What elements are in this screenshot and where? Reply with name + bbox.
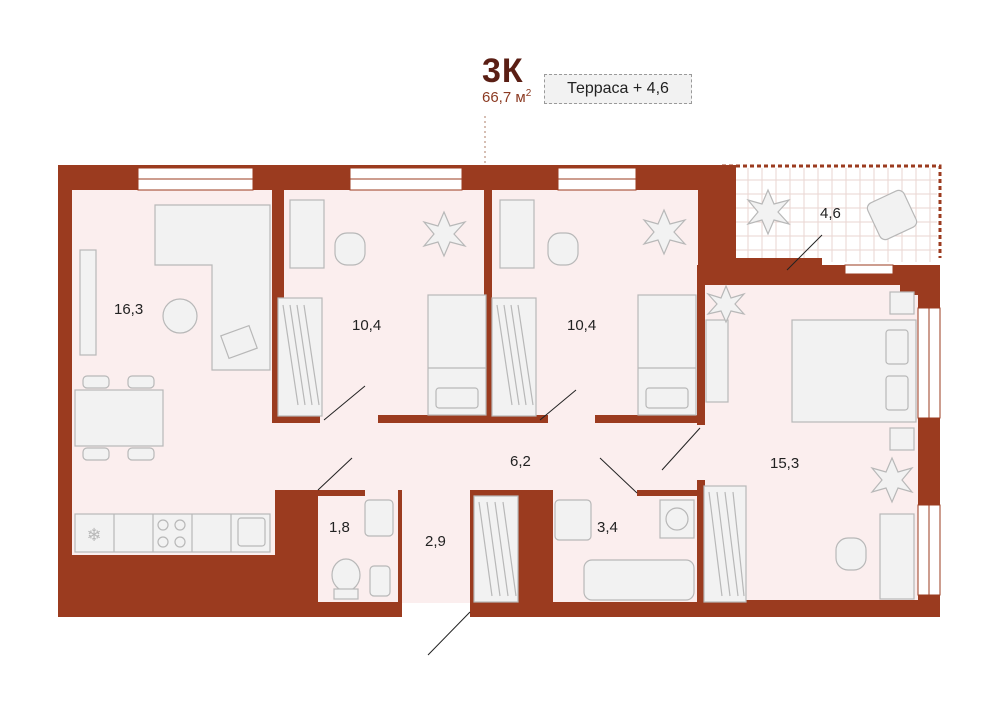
hob-burner [157, 519, 169, 531]
area-value: 66,7 м [482, 89, 526, 106]
plant-icon [706, 284, 746, 324]
bidet [369, 565, 391, 597]
terrace-railing [722, 164, 942, 258]
entrance-opening [402, 603, 470, 617]
windows [137, 167, 941, 596]
toilet-tank [333, 588, 359, 600]
chair [127, 375, 155, 389]
sink-icon [364, 499, 394, 537]
area-unit-superscript: 2 [525, 88, 532, 99]
interior-walls [272, 185, 918, 617]
furniture [74, 189, 918, 603]
door-bathroom [599, 457, 638, 494]
plant-icon [870, 456, 914, 504]
desk [879, 513, 915, 600]
door-swings [317, 234, 823, 656]
room-labels: 16,3 10,4 10,4 4,6 6,2 15,3 1,8 2,9 3,4 [114, 205, 841, 550]
chair [82, 375, 110, 389]
pillow [645, 387, 689, 409]
room-area-hall: 6,2 [510, 453, 531, 470]
terrace-badge: Терраса + 4,6 [544, 74, 692, 104]
plant-icon [746, 188, 791, 236]
floor-corridor [402, 490, 470, 603]
door-entrance [427, 611, 471, 656]
total-area: 66,7 м2 [482, 88, 531, 106]
room-area-bedroom-1: 10,4 [352, 317, 381, 334]
room-area-master: 15,3 [770, 455, 799, 472]
room-area-bathroom: 3,4 [597, 519, 618, 536]
wardrobe [473, 495, 519, 603]
terrace-door [844, 264, 894, 275]
coffee-table [162, 298, 198, 334]
door-terrace [786, 234, 823, 271]
wardrobe-door [499, 199, 535, 269]
washing-machine-icon [659, 499, 695, 539]
nightstand [889, 427, 915, 451]
pillow [885, 375, 909, 411]
chair [547, 232, 579, 266]
room-area-corridor: 2,9 [425, 533, 446, 550]
sink-icon [237, 517, 266, 547]
chair [334, 232, 366, 266]
chair [127, 447, 155, 461]
chair [82, 447, 110, 461]
sink-icon [554, 499, 592, 541]
nightstand [889, 291, 915, 315]
wardrobe-door [289, 199, 325, 269]
room-area-living: 16,3 [114, 301, 143, 318]
armchair-pillow [220, 324, 258, 360]
wardrobe [705, 319, 729, 403]
bathtub-icon [583, 559, 695, 601]
chair [835, 537, 867, 571]
door-wc [317, 457, 353, 491]
wardrobe-hatching [282, 304, 745, 597]
room-area-wc: 1,8 [329, 519, 350, 536]
plant-icon [642, 208, 687, 256]
dining-table [74, 389, 164, 447]
plant-icon [422, 210, 467, 258]
pillow [435, 387, 479, 409]
door-bedroom-1 [323, 385, 366, 421]
tv-unit [79, 249, 97, 356]
door-master [661, 427, 701, 471]
toilet-icon [331, 558, 361, 592]
armchair [866, 189, 918, 241]
plant-icons [422, 188, 914, 504]
snowflake-icon: ❄ [86, 525, 101, 546]
pillow [885, 329, 909, 365]
room-area-bedroom-2: 10,4 [567, 317, 596, 334]
door-bedroom-2 [539, 389, 577, 421]
room-area-terrace: 4,6 [820, 205, 841, 222]
rooms-count-title: 3К [482, 52, 524, 90]
floor-hall [275, 420, 718, 490]
